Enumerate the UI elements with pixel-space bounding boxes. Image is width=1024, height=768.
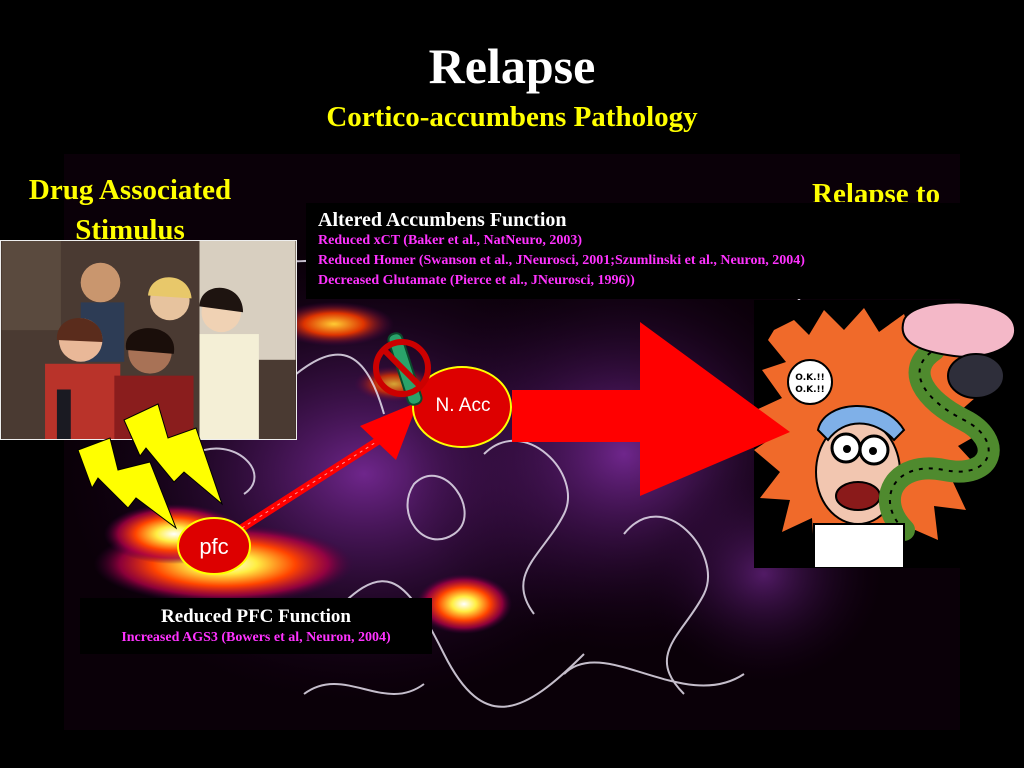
pfc-citation-1: Increased AGS3 (Bowers et al, Neuron, 20… [121,630,391,645]
relapse-cartoon: O.K.!! O.K.!! [754,300,1024,568]
pfc-box-heading: Reduced PFC Function [161,606,351,627]
accumbens-citation-1: Reduced xCT (Baker et al., NatNeuro, 200… [318,233,583,248]
slide-title: Relapse [428,38,596,94]
stimulus-label-line1: Drug Associated [28,174,232,206]
nacc-node [412,366,512,448]
accumbens-box-heading: Altered Accumbens Function [318,209,567,231]
accumbens-citation-2: Reduced Homer (Swanson et al., JNeurosci… [318,253,805,268]
pfc-function-box: Reduced PFC Function Increased AGS3 (Bow… [80,598,432,654]
pfc-node [177,517,251,575]
group-photo [0,240,297,440]
lightning-bolt-icon [123,403,224,506]
nacc-node-label: N. Acc [435,395,491,416]
accumbens-citation-3: Decreased Glutamate (Pierce et al., JNeu… [318,273,635,288]
slide-subtitle: Cortico-accumbens Pathology [326,101,698,133]
lightning-bolt-icon [77,437,178,530]
accumbens-function-box: Altered Accumbens Function Reduced xCT (… [306,203,1000,299]
svg-text:O.K.!!: O.K.!! [795,385,824,395]
pfc-node-label: pfc [199,534,229,559]
relapse-arrow [512,322,790,496]
relapse-label: Relapse to [812,178,941,202]
no-entry-symbol-icon [373,339,431,397]
svg-text:O.K.!!: O.K.!! [795,373,824,383]
